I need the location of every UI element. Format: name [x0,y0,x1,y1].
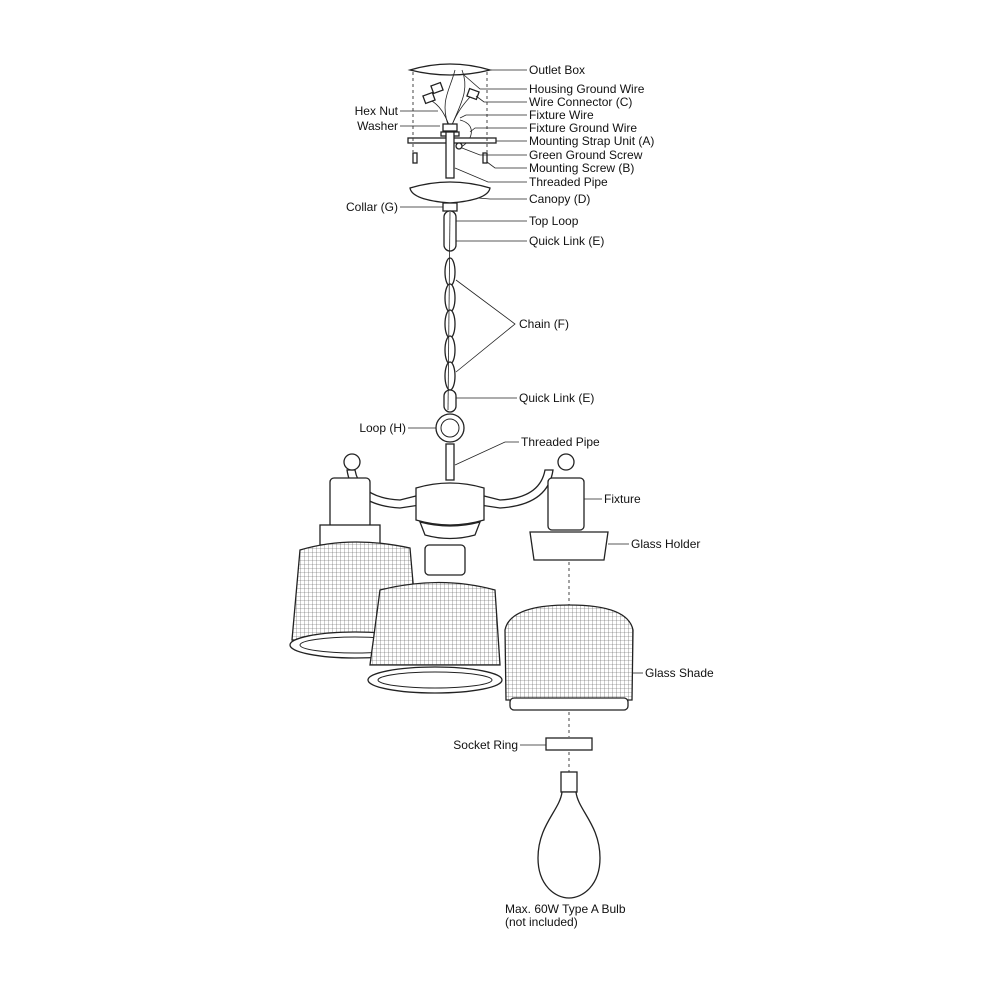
label-top-loop: Top Loop [529,214,579,228]
label-housing-ground-wire: Housing Ground Wire [529,82,645,96]
label-green-ground-screw: Green Ground Screw [529,148,643,162]
label-mounting-screw: Mounting Screw (B) [529,161,634,175]
right-fixture [504,477,634,899]
leader-lines [400,69,643,746]
label-threaded-pipe-top: Threaded Pipe [529,175,608,189]
label-washer: Washer [357,119,398,133]
label-fixture-ground-wire: Fixture Ground Wire [529,121,637,135]
outlet-box [407,63,493,76]
mounting-screws [412,152,488,164]
label-quick-link-top: Quick Link (E) [529,234,604,248]
label-glass-holder: Glass Holder [631,537,700,551]
green-ground-screw [455,142,463,150]
glass-holder [529,531,609,561]
label-fixture-wire: Fixture Wire [529,108,594,122]
label-fixture: Fixture [604,492,641,506]
chain [443,211,457,413]
collar [442,202,458,212]
left-shade-assembly [289,477,421,659]
label-quick-link-bottom: Quick Link (E) [519,391,594,405]
label-threaded-pipe-bottom: Threaded Pipe [521,435,600,449]
label-hex-nut: Hex Nut [355,104,399,118]
threaded-pipe-top [445,131,455,179]
label-canopy: Canopy (D) [529,192,590,206]
wire-connectors [422,81,480,105]
label-mounting-strap: Mounting Strap Unit (A) [529,134,654,148]
label-bulb-line2: (not included) [505,915,578,929]
label-wire-connector: Wire Connector (C) [529,95,632,109]
label-bulb-line1: Max. 60W Type A Bulb [505,902,626,916]
light-bulb [537,791,601,899]
label-loop: Loop (H) [359,421,406,435]
glass-shade [504,604,634,701]
label-chain: Chain (F) [519,317,569,331]
canopy [409,181,491,204]
threaded-pipe-bottom [445,443,455,481]
label-glass-shade: Glass Shade [645,666,714,680]
label-socket-ring: Socket Ring [453,738,518,752]
socket-ring [545,737,593,751]
label-collar: Collar (G) [346,200,398,214]
center-shade-assembly [367,544,503,694]
label-outlet-box: Outlet Box [529,63,585,77]
